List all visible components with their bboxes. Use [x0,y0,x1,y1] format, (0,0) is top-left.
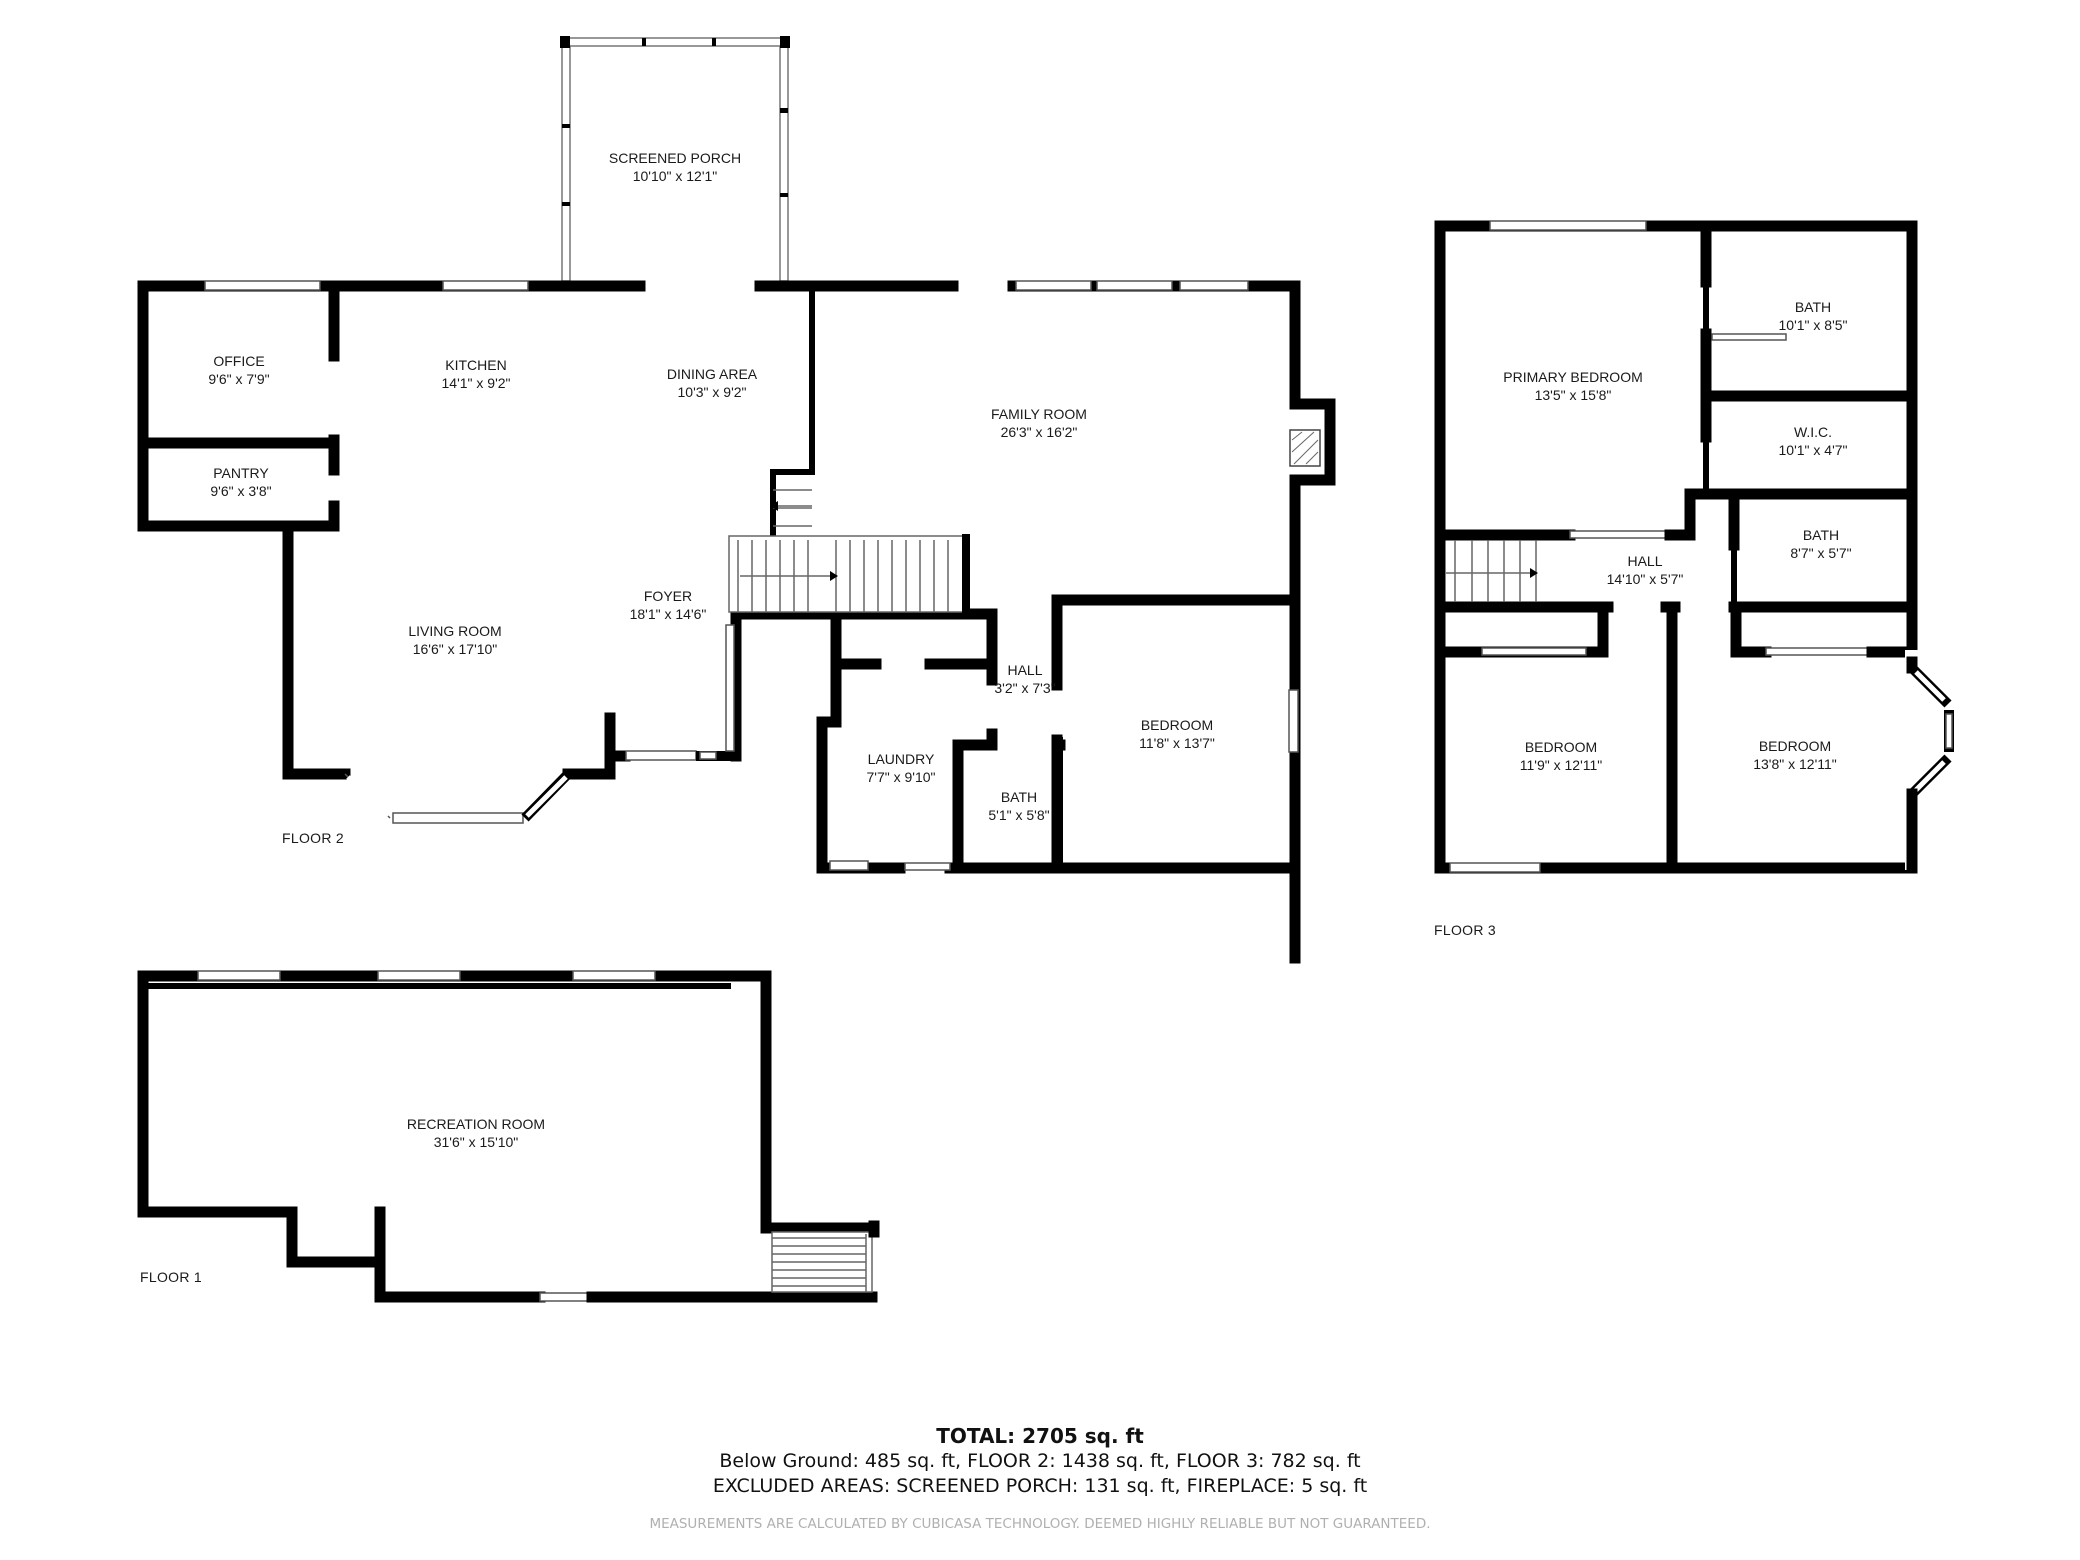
floor-1-plan [137,970,880,1303]
excluded-areas: EXCLUDED AREAS: SCREENED PORCH: 131 sq. … [712,1475,1368,1497]
room-dims: 11'8" x 13'7" [1139,735,1215,751]
room-dims: 8'7" x 5'7" [1790,545,1852,561]
room-label-laundry: LAUNDRY 7'7" x 9'10" [867,750,936,786]
room-name: BEDROOM [1758,738,1832,754]
floor-1-staircase [771,1220,880,1293]
area-breakdown: Below Ground: 485 sq. ft, FLOOR 2: 1438 … [719,1450,1361,1472]
room-label-bath: BATH 8'7" x 5'7" [1790,526,1851,562]
room-name: DINING AREA [666,366,758,382]
room-name: BEDROOM [1524,739,1598,755]
room-label-bath: BATH 5'1" x 5'8" [988,788,1049,824]
fireplace-icon [1289,429,1321,467]
room-label-hall: HALL 3'2" x 7'3" [994,661,1055,697]
room-dims: 16'6" x 17'10" [412,641,498,657]
room-label-screened-porch: SCREENED PORCH 10'10" x 12'1" [609,149,741,185]
room-label-office: OFFICE 9'6" x 7'9" [208,352,269,388]
room-name: PANTRY [213,465,269,481]
room-label-family-room: FAMILY ROOM 26'3" x 16'2" [991,405,1087,441]
room-name: LAUNDRY [867,751,935,767]
room-dims: 10'1" x 4'7" [1778,442,1848,458]
room-label-pantry: PANTRY 9'6" x 3'8" [210,464,271,500]
room-name: BATH [1794,299,1832,315]
room-label-kitchen: KITCHEN 14'1" x 9'2" [442,356,511,392]
floor-2-staircase [728,489,970,614]
room-label-living-room: LIVING ROOM 16'6" x 17'10" [408,622,501,658]
room-label-bedroom: BEDROOM 11'8" x 13'7" [1139,716,1215,752]
room-label-bedroom: BEDROOM 13'8" x 12'11" [1753,737,1837,773]
room-name: BATH [1000,789,1038,805]
room-name: OFFICE [213,353,265,369]
floor-2-walls [137,280,1336,964]
room-name: KITCHEN [445,357,507,373]
room-dims: 11'9" x 12'11" [1519,757,1603,773]
room-name: FOYER [643,588,693,604]
room-dims: 14'1" x 9'2" [441,375,511,391]
measurement-disclaimer: MEASUREMENTS ARE CALCULATED BY CUBICASA … [649,1516,1431,1532]
room-label-recreation-room: RECREATION ROOM 31'6" x 15'10" [407,1115,545,1151]
room-label-bedroom: BEDROOM 11'9" x 12'11" [1520,738,1603,774]
room-name: RECREATION ROOM [406,1116,546,1132]
floor-3-staircase [1446,540,1538,602]
room-dims: 13'8" x 12'11" [1753,756,1837,772]
room-label-dining-area: DINING AREA 10'3" x 9'2" [667,365,757,401]
room-label-bath: BATH 10'1" x 8'5" [1779,298,1848,334]
room-dims: 9'6" x 7'9" [208,371,270,387]
room-name: HALL [1007,662,1043,678]
room-label-walk-in-closet: W.I.C. 10'1" x 4'7" [1779,423,1848,459]
total-area: TOTAL: 2705 sq. ft [936,1424,1144,1448]
room-label-hall: HALL 14'10" x 5'7" [1607,552,1684,588]
room-name: W.I.C. [1793,424,1833,440]
floor-2-label: FLOOR 2 [282,830,345,846]
room-dims: 10'10" x 12'1" [632,168,718,184]
room-name: BATH [1802,527,1840,543]
room-label-foyer: FOYER 18'1" x 14'6" [630,587,707,623]
floor-3-plan [1434,220,1954,874]
room-dims: 10'1" x 8'5" [1778,317,1848,333]
room-dims: 13'5" x 15'8" [1534,387,1612,403]
room-name: BEDROOM [1140,717,1214,733]
room-dims: 26'3" x 16'2" [1000,424,1078,440]
room-name: PRIMARY BEDROOM [1503,369,1643,385]
room-dims: 5'1" x 5'8" [988,807,1050,823]
floor-1-label: FLOOR 1 [140,1269,203,1285]
room-label-primary-bedroom: PRIMARY BEDROOM 13'5" x 15'8" [1503,368,1643,404]
room-name: HALL [1627,553,1663,569]
room-dims: 10'3" x 9'2" [677,384,747,400]
room-dims: 18'1" x 14'6" [629,606,707,622]
room-dims: 7'7" x 9'10" [866,769,936,785]
room-name: LIVING ROOM [408,623,502,639]
room-dims: 9'6" x 3'8" [210,483,272,499]
room-dims: 31'6" x 15'10" [433,1134,519,1150]
floor-2-plan [137,36,1336,964]
room-dims: 14'10" x 5'7" [1606,571,1684,587]
room-name: FAMILY ROOM [991,406,1087,422]
floor-3-label: FLOOR 3 [1434,922,1497,938]
room-name: SCREENED PORCH [608,150,742,166]
room-dims: 3'2" x 7'3" [994,680,1056,696]
